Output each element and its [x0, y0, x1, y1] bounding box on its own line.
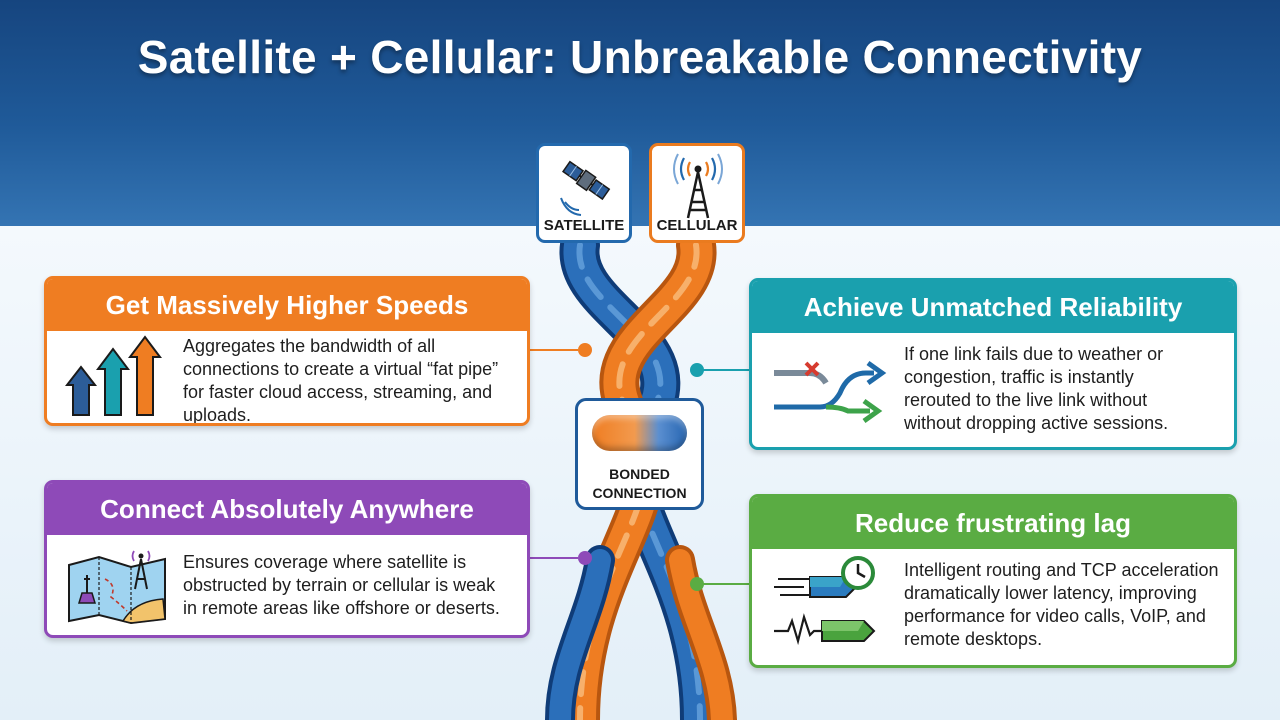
- reliability-card-title: Achieve Unmatched Reliability: [752, 281, 1234, 333]
- hub-label-line2: CONNECTION: [592, 485, 687, 501]
- reliability-desc-line: without dropping active sessions.: [904, 413, 1169, 433]
- anywhere-desc-line: obstructed by terrain or cellular is wea…: [183, 575, 496, 595]
- hub-label: BONDED CONNECTION: [578, 465, 701, 503]
- reliability-benefit-card: Achieve Unmatched Reliability If one lin…: [749, 278, 1237, 450]
- hub-label-line1: BONDED: [609, 466, 670, 482]
- lag-benefit-card: Reduce frustrating lag Intelligent routi…: [749, 494, 1237, 668]
- lag-desc-line: dramatically lower latency, improving: [904, 583, 1197, 603]
- speed-benefit-card: Get Massively Higher Speeds Aggregates t…: [44, 276, 530, 426]
- anywhere-connector-line: [530, 557, 578, 559]
- lag-desc-line: performance for video calls, VoIP, and: [904, 606, 1206, 626]
- speed-connector-dot: [578, 343, 592, 357]
- speed-card-title: Get Massively Higher Speeds: [47, 279, 527, 331]
- speed-desc-line: uploads.: [183, 405, 252, 425]
- low-latency-icon: [774, 556, 876, 646]
- cell-tower-icon: [673, 153, 723, 219]
- header-band: [0, 0, 1280, 226]
- reliability-connector-line: [702, 369, 749, 371]
- reliability-desc-line: If one link fails due to weather or: [904, 344, 1164, 364]
- speed-desc-line: Aggregates the bandwidth of all: [183, 336, 436, 356]
- satellite-source-box: SATELLITE: [536, 143, 632, 243]
- lag-card-description: Intelligent routing and TCP acceleration…: [904, 559, 1219, 651]
- bonded-connection-hub: BONDED CONNECTION: [575, 398, 704, 510]
- reliability-connector-dot: [690, 363, 704, 377]
- speed-connector-line: [530, 349, 578, 351]
- lag-connector-line: [702, 583, 749, 585]
- lag-desc-line: Intelligent routing and TCP acceleration: [904, 560, 1219, 580]
- lag-connector-dot: [690, 577, 704, 591]
- speed-card-description: Aggregates the bandwidth of all connecti…: [183, 335, 499, 425]
- anywhere-benefit-card: Connect Absolutely Anywhere Ensures cove…: [44, 480, 530, 638]
- anywhere-connector-dot: [578, 551, 592, 565]
- reliability-desc-line: congestion, traffic is instantly: [904, 367, 1134, 387]
- satellite-icon: [560, 160, 611, 216]
- anywhere-desc-line: Ensures coverage where satellite is: [183, 552, 467, 572]
- anywhere-desc-line: in remote areas like offshore or deserts…: [183, 598, 500, 618]
- cellular-source-box: CELLULAR: [649, 143, 745, 243]
- speed-desc-line: for faster cloud access, streaming, and: [183, 382, 493, 402]
- anywhere-card-description: Ensures coverage where satellite is obst…: [183, 551, 500, 620]
- speed-arrows-icon: [65, 335, 162, 416]
- failover-arrows-icon: [774, 360, 887, 424]
- speed-desc-line: connections to create a virtual “fat pip…: [183, 359, 499, 379]
- lag-card-title: Reduce frustrating lag: [752, 497, 1234, 549]
- bonded-pill-icon: [592, 415, 687, 451]
- satellite-label: SATELLITE: [543, 217, 625, 234]
- lag-desc-line: remote desktops.: [904, 629, 1043, 649]
- anywhere-card-title: Connect Absolutely Anywhere: [47, 483, 527, 535]
- map-coverage-icon: [68, 550, 166, 625]
- page-title: Satellite + Cellular: Unbreakable Connec…: [137, 31, 1143, 83]
- reliability-card-description: If one link fails due to weather or cong…: [904, 343, 1168, 435]
- cellular-label: CELLULAR: [656, 217, 738, 234]
- reliability-desc-line: rerouted to the live link without: [904, 390, 1148, 410]
